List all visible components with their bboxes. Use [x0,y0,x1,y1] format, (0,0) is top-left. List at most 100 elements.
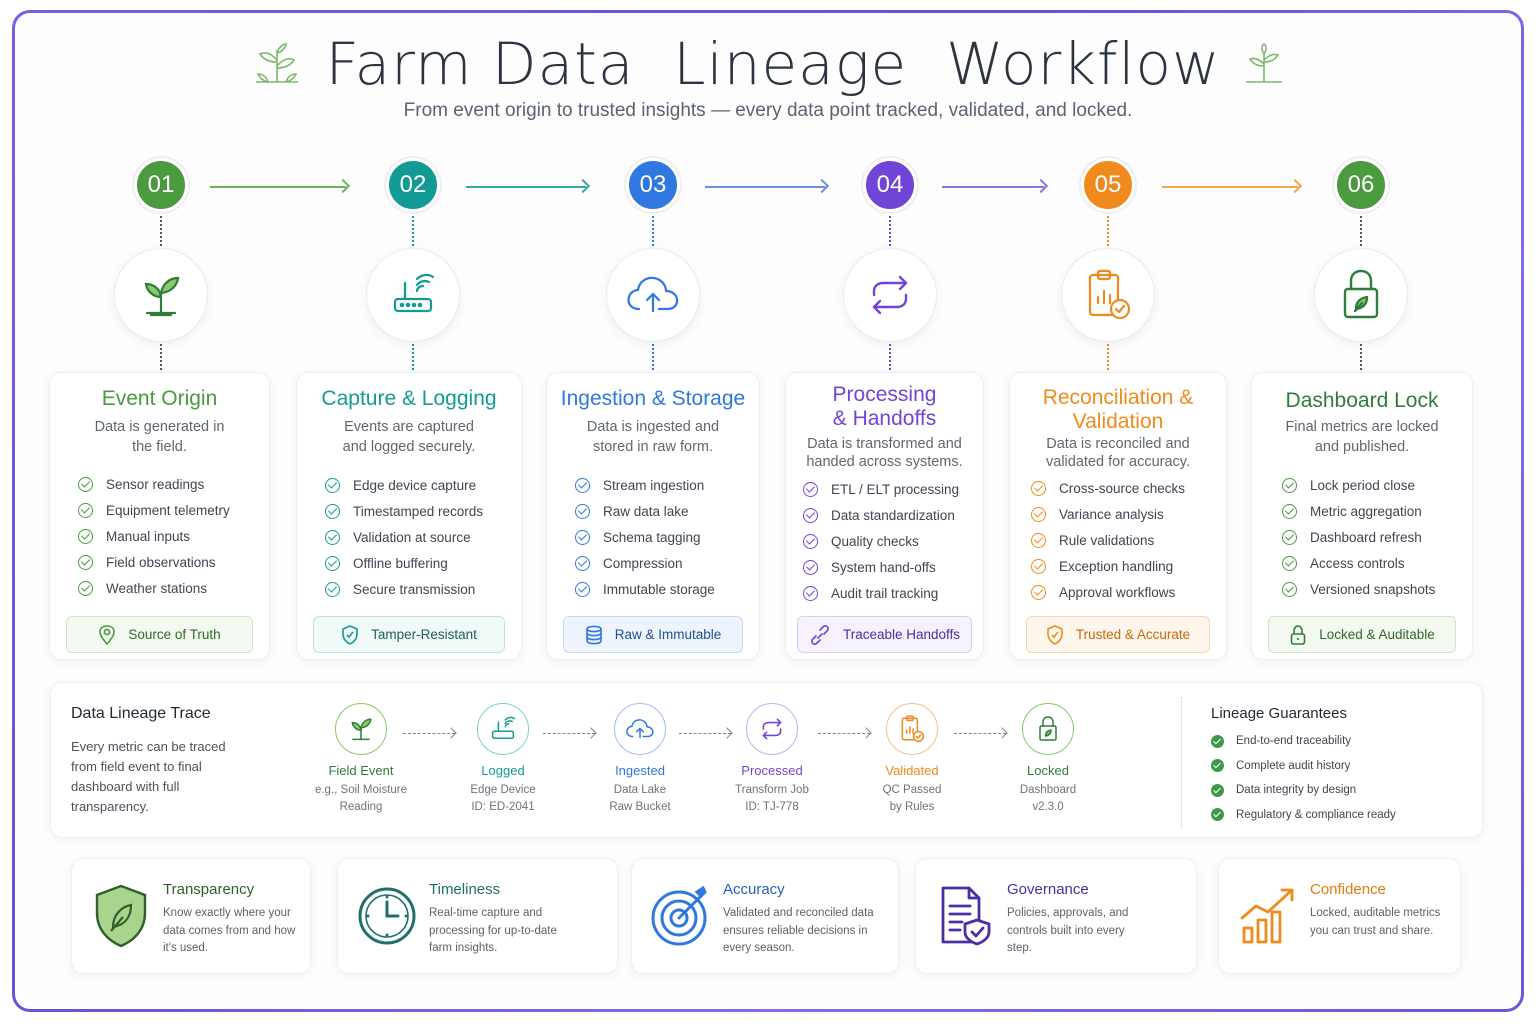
card-ingestion-storage: Ingestion & Storage Data is ingested and… [546,372,760,660]
list-item: Data integrity by design [1211,778,1396,803]
leaf-icon [1242,42,1286,86]
list-item: Edge device capture [325,472,483,498]
card-list: Stream ingestion Raw data lake Schema ta… [575,472,715,602]
list-item: Exception handling [1031,553,1185,579]
link-icon [811,624,829,645]
value-card-governance: Governance Policies, approvals, and cont… [915,858,1197,974]
shield-check-icon [342,624,358,645]
connector [1107,216,1109,246]
check-icon [1211,783,1224,797]
divider [1181,697,1182,829]
value-title: Confidence [1310,881,1386,898]
trace-title: Data Lineage Trace [71,705,211,722]
badge-tamper-resistant: Tamper-Resistant [313,616,505,653]
value-title: Governance [1007,881,1089,898]
trace-node-label: Validated [885,763,939,778]
list-item: Dashboard refresh [1282,524,1435,550]
header: Farm Data Lineage Workflow [0,28,1536,100]
list-item: Quality checks [803,528,959,554]
connector [1107,344,1109,370]
list-item: Raw data lake [575,498,715,524]
value-description: Validated and reconciled data ensures re… [723,907,874,954]
card-title: Processing & Handoffs [832,383,937,430]
shield-check-icon [1047,624,1063,645]
flow-arrow [210,178,351,194]
page-title: Farm Data Lineage Workflow [325,30,1221,98]
trace-arrow [679,733,731,734]
guarantees-list: End-to-end traceability Complete audit h… [1211,729,1396,827]
lineage-trace-panel: Data Lineage Trace Every metric can be t… [50,682,1483,838]
badge-trusted-accurate: Trusted & Accurate [1026,616,1210,653]
trace-node-label: Ingested [615,763,665,778]
value-card-transparency: Transparency Know exactly where your dat… [71,858,311,974]
card-list: Sensor readings Equipment telemetry Manu… [78,471,230,601]
list-item: Variance analysis [1031,501,1185,527]
document-shield-icon [930,881,1000,951]
list-item: Audit trail tracking [803,580,959,606]
list-item: System hand-offs [803,554,959,580]
padlock-leaf-icon [1022,703,1074,755]
value-title: Timeliness [429,881,501,898]
list-item: Validation at source [325,524,483,550]
trace-arrow [543,733,595,734]
list-item: Versioned snapshots [1282,576,1435,602]
trace-node-label: Field Event [328,763,394,778]
step-number: 03 [626,158,680,212]
list-item: Complete audit history [1211,754,1396,779]
clipboard-chart-icon [1061,248,1155,342]
list-item: Equipment telemetry [78,497,230,523]
list-item: Access controls [1282,550,1435,576]
value-card-confidence: Confidence Locked, auditable metrics you… [1218,858,1461,974]
page-subtitle: From event origin to trusted insights — … [403,100,1133,121]
list-item: Stream ingestion [575,472,715,498]
value-description: Know exactly where your data comes from … [163,907,296,954]
badge-raw-immutable: Raw & Immutable [563,616,743,653]
list-item: Secure transmission [325,576,483,602]
guarantees-title: Lineage Guarantees [1211,705,1347,722]
trace-arrow [818,733,870,734]
card-title: Event Origin [101,387,218,410]
list-item: Timestamped records [325,498,483,524]
step-number: 04 [863,158,917,212]
check-icon [1211,759,1224,773]
list-item: Schema tagging [575,524,715,550]
connector [412,344,414,370]
connector [652,344,654,370]
card-list: Lock period close Metric aggregation Das… [1282,472,1435,602]
trace-arrow [954,733,1006,734]
value-card-accuracy: Accuracy Validated and reconciled data e… [631,858,899,974]
card-title: Dashboard Lock [1285,389,1439,412]
check-icon [1211,808,1224,822]
flow-arrow [705,178,830,194]
list-item: Sensor readings [78,471,230,497]
card-title: Capture & Logging [321,387,497,410]
card-capture-logging: Capture & Logging Events are captured an… [296,372,522,660]
connector [1360,344,1362,370]
list-item: Approval workflows [1031,579,1185,605]
trace-arrow [403,733,455,734]
list-item: Offline buffering [325,550,483,576]
list-item: Immutable storage [575,576,715,602]
card-list: ETL / ELT processing Data standardizatio… [803,476,959,606]
list-item: Field observations [78,549,230,575]
list-item: ETL / ELT processing [803,476,959,502]
connector [412,216,414,246]
list-item: Rule validations [1031,527,1185,553]
trace-node-label: Locked [1027,763,1069,778]
sync-arrows-icon [746,703,798,755]
value-description: Locked, auditable metrics you can trust … [1310,907,1441,937]
value-description: Real-time capture and processing for up-… [429,907,557,954]
sprout-icon [114,248,208,342]
flow-arrow [1162,178,1303,194]
shield-leaf-icon [86,881,156,951]
card-description: Events are captured and logged securely. [342,419,476,455]
card-event-origin: Event Origin Data is generated in the fi… [49,372,270,660]
connector [889,344,891,370]
connector [160,216,162,246]
